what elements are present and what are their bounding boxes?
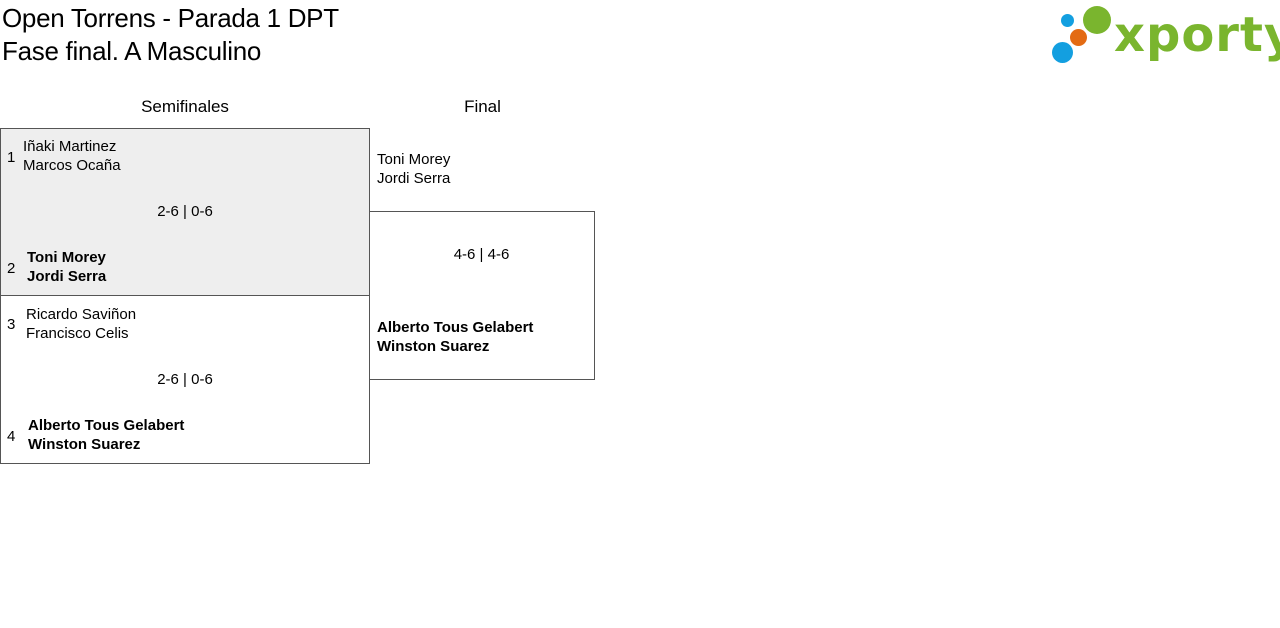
player-name: Jordi Serra — [27, 268, 107, 285]
xporty-logo[interactable]: xporty — [1050, 4, 1280, 68]
winning-team-pair[interactable]: Toni Morey Jordi Serra — [27, 248, 106, 286]
match-score: 4-6 | 4-6 — [453, 246, 510, 263]
seed-number: 3 — [7, 316, 16, 333]
logo-dot-blue-bottom — [1052, 42, 1073, 63]
match-score: 2-6 | 0-6 — [157, 203, 213, 220]
player-name: Toni Morey — [377, 151, 451, 168]
player-name: Toni Morey — [27, 249, 106, 266]
team-pair[interactable]: Ricardo Saviñon Francisco Celis — [26, 305, 136, 343]
player-name: Francisco Celis — [26, 325, 129, 342]
player-name: Iñaki Martinez — [23, 138, 117, 155]
page-subtitle: Fase final. A Masculino — [2, 36, 262, 66]
player-name: Alberto Tous Gelabert — [377, 319, 534, 336]
player-name: Jordi Serra — [377, 170, 451, 187]
logo-dot-blue-top — [1061, 14, 1074, 27]
logo-text: xporty — [1114, 7, 1280, 63]
seed-number: 2 — [7, 260, 16, 277]
final-match[interactable]: 4-6 | 4-6 Alberto Tous Gelabert Winston … — [369, 211, 595, 380]
round-title-semifinales: Semifinales — [141, 97, 229, 116]
round-title-final: Final — [464, 97, 501, 116]
logo-dot-orange — [1070, 29, 1087, 46]
match-score: 2-6 | 0-6 — [157, 371, 213, 388]
seed-number: 4 — [7, 428, 16, 445]
player-name: Ricardo Saviñon — [26, 306, 137, 323]
page-title: Open Torrens - Parada 1 DPT — [2, 3, 339, 33]
player-name: Marcos Ocaña — [23, 157, 121, 174]
semifinal-match-2[interactable]: 3 Ricardo Saviñon Francisco Celis 2-6 | … — [0, 295, 370, 464]
winning-team-pair[interactable]: Alberto Tous Gelabert Winston Suarez — [377, 318, 533, 356]
player-name: Alberto Tous Gelabert — [28, 417, 185, 434]
winning-team-pair[interactable]: Alberto Tous Gelabert Winston Suarez — [28, 416, 184, 454]
player-name: Winston Suarez — [377, 338, 490, 355]
player-name: Winston Suarez — [28, 436, 141, 453]
seed-number: 1 — [7, 149, 16, 166]
final-team-pair[interactable]: Toni Morey Jordi Serra — [377, 150, 450, 188]
team-pair[interactable]: Iñaki Martinez Marcos Ocaña — [23, 137, 121, 175]
semifinal-match-1[interactable]: 1 Iñaki Martinez Marcos Ocaña 2-6 | 0-6 … — [0, 128, 370, 296]
logo-dot-green — [1083, 6, 1111, 34]
